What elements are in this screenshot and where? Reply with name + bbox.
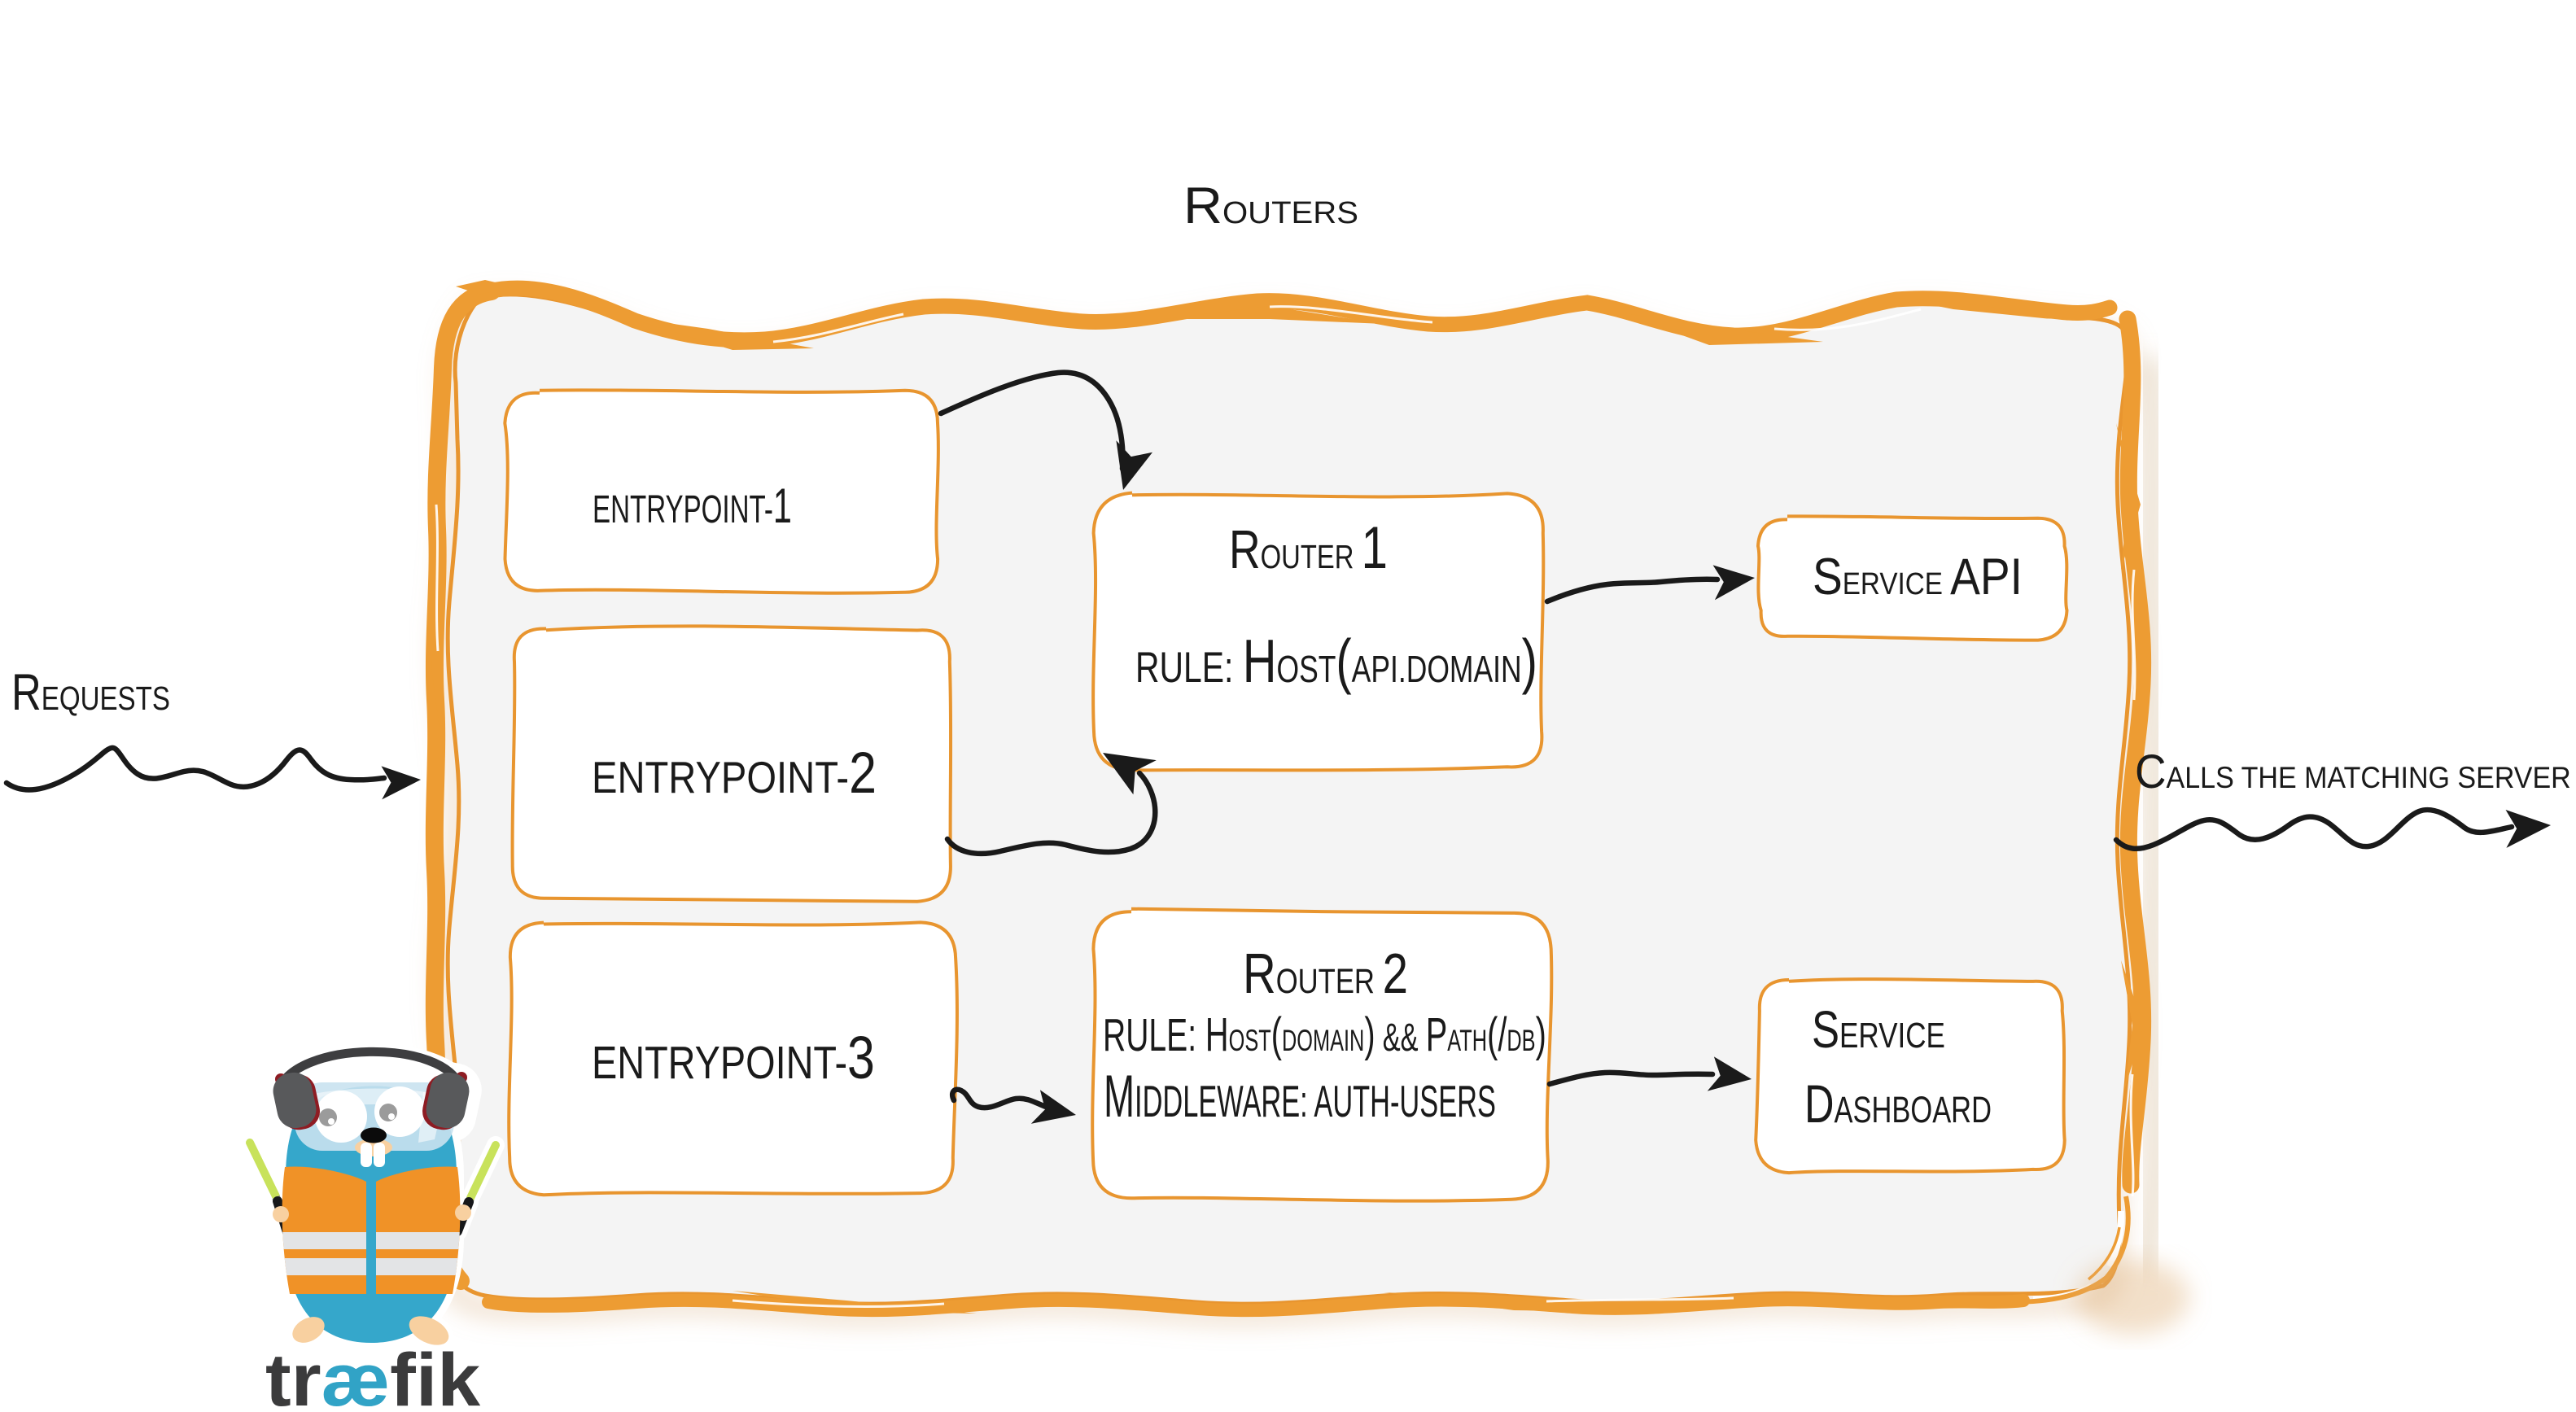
- svg-text:SERVICE API: SERVICE API: [1813, 548, 2023, 605]
- svg-text:CALLS THE MATCHING SERVER: CALLS THE MATCHING SERVER: [2135, 745, 2571, 798]
- svg-text:ENTRYPOINT-3: ENTRYPOINT-3: [592, 1025, 875, 1091]
- svg-text:ROUTER 2: ROUTER 2: [1243, 942, 1408, 1005]
- svg-text:REQUESTS: REQUESTS: [11, 664, 170, 721]
- svg-text:MIDDLEWARE: AUTH-USERS: MIDDLEWARE: AUTH-USERS: [1104, 1063, 1496, 1130]
- svg-text:DASHBOARD: DASHBOARD: [1804, 1075, 1992, 1134]
- svg-text:RULE: HOST(DOMAIN) && PATH(/DB: RULE: HOST(DOMAIN) && PATH(/DB): [1103, 1008, 1546, 1061]
- svg-text:ROUTERS: ROUTERS: [1183, 177, 1358, 234]
- svg-text:SERVICE: SERVICE: [1812, 1002, 1945, 1060]
- svg-text:ENTRYPOINT-2: ENTRYPOINT-2: [592, 741, 877, 806]
- svg-text:ENTRYPOINT-1: ENTRYPOINT-1: [593, 478, 792, 533]
- svg-text:træfik: træfik: [265, 1337, 481, 1408]
- svg-text:ROUTER 1: ROUTER 1: [1229, 515, 1388, 582]
- svg-text:RULE: HOST(API.DOMAIN): RULE: HOST(API.DOMAIN): [1135, 627, 1537, 696]
